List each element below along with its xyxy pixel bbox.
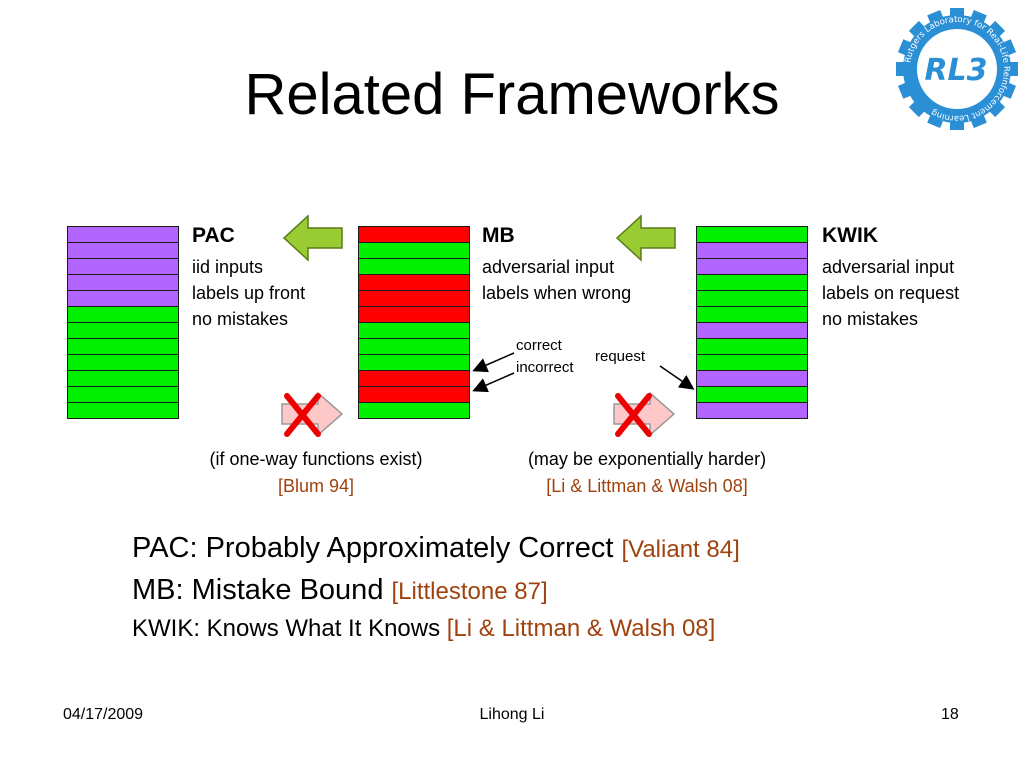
incorrect-pointer-arrow-icon (472, 372, 515, 393)
mb-correct-label: correct (516, 337, 562, 354)
red-cross-icon (284, 393, 321, 437)
mb-incorrect-label: incorrect (516, 359, 574, 376)
kwik-request-label: request (595, 348, 646, 365)
pac-line: no mistakes (192, 309, 289, 329)
note-citation: [Blum 94] (277, 476, 355, 496)
definition-citation: [Littlestone 87] (391, 578, 548, 605)
pac-description: iid inputs labels up front no mistakes (192, 254, 305, 332)
definition-citation: [Valiant 84] (621, 536, 740, 563)
kwik-cell-purple (696, 402, 808, 419)
footer-date: 04/17/2009 (63, 706, 144, 723)
pac-cell-green (67, 402, 179, 419)
pac-line: iid inputs (192, 257, 264, 277)
mb-line: labels when wrong (482, 283, 632, 303)
pac-label-stack (67, 226, 179, 419)
kwik-label-stack (696, 226, 808, 419)
definition-text: PAC: Probably Approximately Correct (132, 532, 622, 564)
note-citation: [Li & Littman & Walsh 08] (546, 476, 748, 496)
gear-logo-icon: Rutgers Laboratory for Real-Life Reinfor… (896, 8, 1018, 130)
note-condition: (if one-way functions exist) (209, 449, 423, 469)
kwik-line: adversarial input (822, 257, 955, 277)
footer-author: Lihong Li (479, 706, 545, 723)
pac-mb-note: (if one-way functions exist) [Blum 94] (168, 446, 464, 500)
mb-label-stack (358, 226, 470, 419)
slide-title: Related Frameworks (244, 62, 780, 127)
pac-heading: PAC (192, 224, 235, 247)
definition-kwik: KWIK: Knows What It Knows [Li & Littman … (132, 612, 740, 646)
request-pointer-arrow-icon (659, 365, 695, 390)
pink-right-arrow-icon (281, 391, 344, 437)
pac-line: labels up front (192, 283, 306, 303)
note-condition: (may be exponentially harder) (527, 449, 767, 469)
pink-right-arrow-icon (613, 391, 676, 437)
logo-mark: RL3 (924, 53, 987, 88)
kwik-description: adversarial input labels on request no m… (822, 254, 959, 332)
mb-kwik-note: (may be exponentially harder) [Li & Litt… (490, 446, 804, 500)
definition-text: KWIK: Knows What It Knows (132, 615, 447, 642)
footer-page-number: 18 (941, 706, 959, 723)
correct-pointer-arrow-icon (472, 352, 515, 373)
mb-line: adversarial input (482, 257, 615, 277)
rl3-gear-logo: Rutgers Laboratory for Real-Life Reinfor… (896, 8, 1018, 130)
definition-citation: [Li & Littman & Walsh 08] (446, 615, 716, 642)
definitions-list: PAC: Probably Approximately Correct [Val… (132, 528, 740, 646)
kwik-line: labels on request (822, 283, 960, 303)
mb-heading: MB (482, 224, 515, 247)
kwik-line: no mistakes (822, 309, 919, 329)
green-left-arrow-icon (615, 214, 676, 262)
kwik-heading: KWIK (822, 224, 878, 247)
mb-description: adversarial input labels when wrong (482, 254, 631, 306)
definition-text: MB: Mistake Bound (132, 574, 392, 606)
definition-pac: PAC: Probably Approximately Correct [Val… (132, 528, 740, 570)
mb-cell-green (358, 402, 470, 419)
red-cross-icon (615, 393, 652, 437)
green-left-arrow-icon (282, 214, 343, 262)
definition-mb: MB: Mistake Bound [Littlestone 87] (132, 570, 740, 612)
